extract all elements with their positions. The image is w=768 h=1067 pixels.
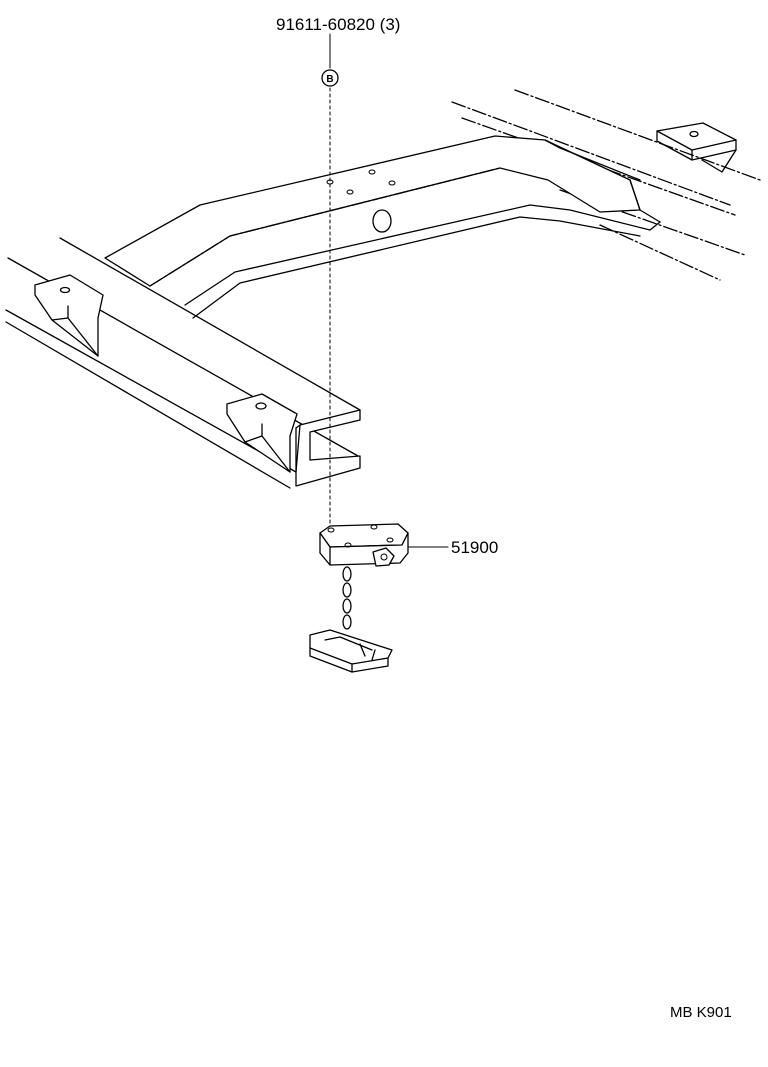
bolt-symbol-circle [321, 69, 339, 87]
left-mount-bracket-front [226, 393, 298, 473]
bolt-part-number: 91611-60820 (3) [276, 15, 400, 34]
bolt-callout: B [321, 33, 339, 531]
bolt-symbol-letter: B [326, 74, 333, 85]
cross-member [104, 135, 661, 319]
right-mount-bracket [656, 122, 737, 173]
left-mount-bracket-rear [34, 274, 104, 357]
diagram-code: MB K901 [670, 1004, 732, 1021]
left-frame-rail [5, 237, 361, 489]
spare-tire-carrier [309, 523, 449, 673]
carrier-part-number: 51900 [451, 538, 498, 557]
